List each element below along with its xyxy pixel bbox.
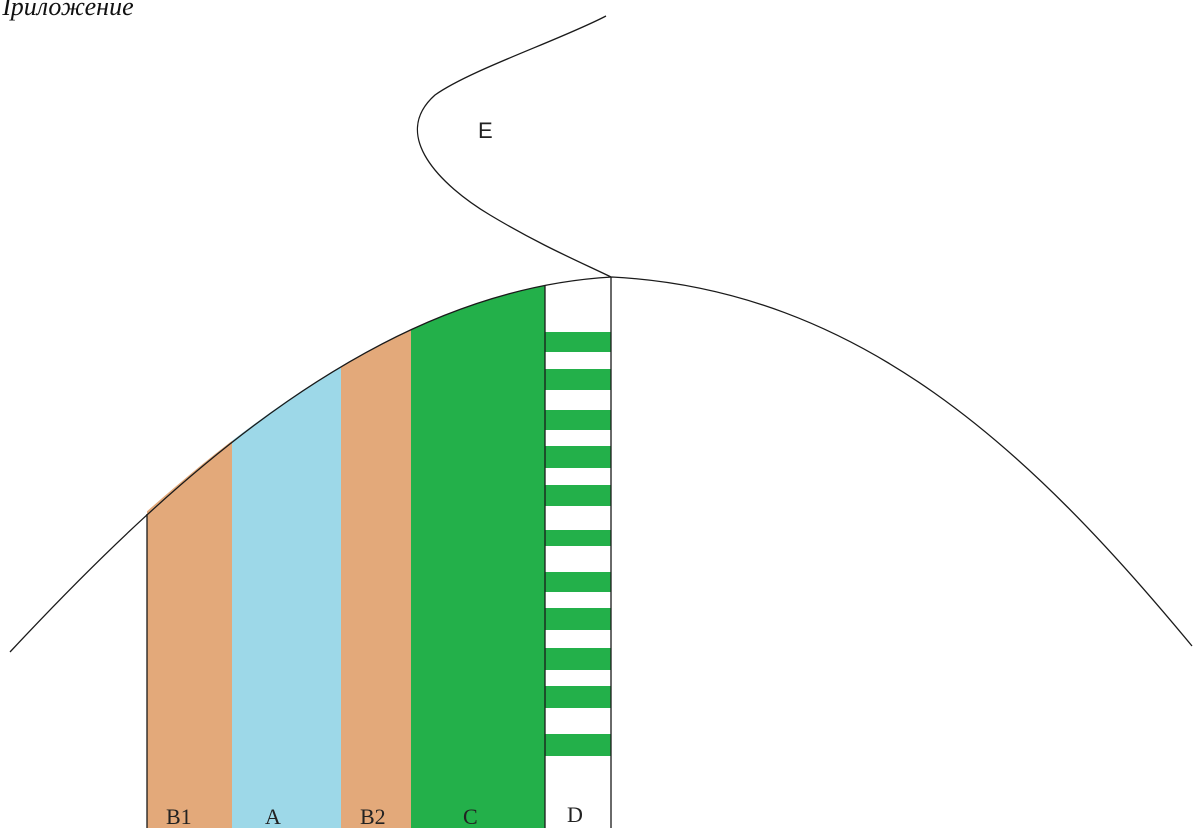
zone-b2-label: B2 xyxy=(360,804,386,828)
zone-d-stripe xyxy=(545,734,611,756)
zone-c-band xyxy=(411,277,545,828)
zone-d-stripe xyxy=(545,686,611,708)
heading-text: Приложение xyxy=(0,0,134,21)
zone-d-stripes xyxy=(545,332,611,756)
zone-d-stripe xyxy=(545,410,611,430)
zone-a-band xyxy=(232,277,341,828)
zone-a-label: A xyxy=(265,804,281,828)
zone-d-stripe xyxy=(545,572,611,592)
zone-d-label: D xyxy=(567,802,583,827)
zone-d-stripe xyxy=(545,530,611,546)
zone-c-label: C xyxy=(463,804,478,828)
curve-e-label: E xyxy=(478,118,493,143)
zone-d-stripe xyxy=(545,332,611,352)
s-curve-e xyxy=(416,15,612,278)
zone-d-stripe xyxy=(545,446,611,468)
zone-d-stripe xyxy=(545,648,611,670)
zone-b1-label: B1 xyxy=(166,804,192,828)
zone-b2-band xyxy=(341,277,411,828)
zone-d-stripe xyxy=(545,608,611,630)
zone-b1-band xyxy=(147,277,232,828)
zone-d-stripe xyxy=(545,485,611,506)
zones-group xyxy=(147,277,611,828)
zone-d-stripe xyxy=(545,369,611,390)
hill-curve xyxy=(9,276,1193,653)
